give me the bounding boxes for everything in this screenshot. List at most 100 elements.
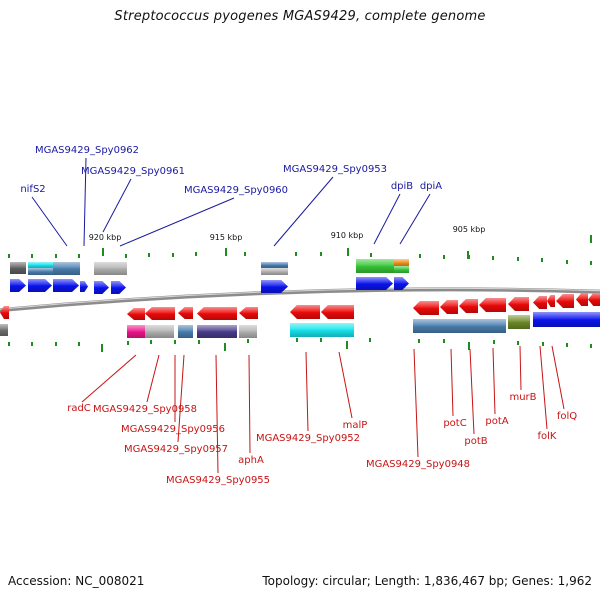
gene-label[interactable]: MGAS9429_Spy0958	[93, 404, 197, 415]
cog-category-track-bottom	[0, 312, 600, 338]
cog-block-shade	[290, 323, 320, 337]
top-label-leader-lines	[31, 157, 431, 247]
reverse-strand-genes	[0, 293, 600, 320]
reverse-gene-arrow-shade	[459, 299, 478, 313]
reverse-gene-arrow-shade	[479, 298, 506, 312]
forward-gene-arrow-shade	[10, 279, 26, 292]
gene-label[interactable]: MGAS9429_Spy0962	[35, 145, 139, 156]
label-leader-line	[83, 157, 87, 247]
reverse-gene-arrow-shade	[145, 307, 175, 320]
reverse-gene-arrow-shade	[197, 307, 237, 320]
gene-label[interactable]: aphA	[238, 455, 264, 466]
forward-gene-arrow-shade	[94, 281, 109, 294]
gene-label[interactable]: potB	[464, 436, 487, 447]
reverse-gene-arrow-shade	[178, 307, 193, 319]
gene-label[interactable]: folK	[538, 431, 557, 442]
cog-block-shade	[356, 259, 394, 273]
label-leader-line	[146, 354, 160, 403]
label-leader-line	[305, 351, 309, 432]
cog-block-shade	[394, 259, 409, 266]
gene-label[interactable]: MGAS9429_Spy0955	[166, 475, 270, 486]
reverse-gene-arrow-shade	[576, 293, 588, 306]
cog-block-shade	[533, 312, 600, 327]
reverse-gene-arrow-shade	[533, 296, 547, 309]
gene-label[interactable]: MGAS9429_Spy0961	[81, 166, 185, 177]
label-leader-line	[551, 345, 565, 410]
label-leader-line	[492, 347, 496, 415]
gene-label[interactable]: nifS2	[20, 184, 45, 195]
cog-block-shade	[94, 262, 110, 275]
forward-gene-arrow-shade	[111, 281, 126, 294]
label-leader-line	[413, 348, 419, 458]
cog-category-track-top	[10, 259, 409, 275]
gene-label[interactable]: malP	[343, 420, 368, 431]
label-leader-line	[215, 354, 219, 474]
label-leader-line	[31, 196, 68, 247]
gene-label[interactable]: MGAS9429_Spy0957	[124, 444, 228, 455]
gene-label[interactable]: radC	[67, 403, 91, 414]
cog-block-shade	[413, 319, 506, 333]
forward-gene-arrow-shade	[261, 280, 288, 293]
scale-label: 920 kbp	[89, 233, 122, 242]
reverse-gene-arrow-shade	[413, 301, 439, 315]
cog-block-shade	[320, 323, 354, 337]
label-leader-line	[248, 354, 251, 454]
reverse-gene-arrow-shade	[290, 305, 320, 319]
cog-block-shade	[197, 325, 237, 338]
reverse-gene-arrow-shade	[0, 306, 9, 319]
cog-block-shade	[145, 325, 174, 338]
cog-block-shade	[261, 268, 288, 275]
forward-strand-genes	[10, 277, 409, 294]
cog-block-shade	[53, 262, 80, 275]
top-gene-labels: nifS2MGAS9429_Spy0962MGAS9429_Spy0961MGA…	[20, 145, 442, 196]
gene-label[interactable]: MGAS9429_Spy0948	[366, 459, 470, 470]
cog-block-shade	[127, 325, 145, 338]
cog-block-shade	[28, 268, 53, 275]
cog-block-shade	[508, 315, 530, 329]
gene-label[interactable]: MGAS9429_Spy0956	[121, 424, 225, 435]
cog-block-shade	[0, 324, 8, 336]
cog-block-shade	[394, 266, 409, 273]
bottom-label-leader-lines	[81, 345, 565, 474]
scale-label: 915 kbp	[210, 233, 243, 242]
cog-block-shade	[28, 262, 53, 268]
reverse-gene-arrow-shade	[556, 294, 574, 308]
gene-label[interactable]: MGAS9429_Spy0952	[256, 433, 360, 444]
gene-label[interactable]: MGAS9429_Spy0960	[184, 185, 288, 196]
gene-label[interactable]: folQ	[557, 411, 577, 422]
label-leader-line	[373, 193, 401, 245]
gene-label[interactable]: dpiA	[420, 181, 442, 192]
forward-gene-arrow-shade	[394, 277, 409, 290]
reverse-gene-arrow-shade	[588, 293, 600, 306]
reverse-gene-arrow-shade	[440, 300, 458, 314]
cog-block-shade	[239, 325, 257, 338]
reverse-gene-arrow-shade	[127, 308, 145, 320]
forward-gene-arrow-shade	[80, 281, 88, 292]
reverse-gene-arrow-shade	[508, 297, 529, 311]
gene-label[interactable]: dpiB	[391, 181, 413, 192]
cog-block-shade	[10, 262, 26, 274]
gene-label[interactable]: potC	[443, 418, 466, 429]
forward-gene-arrow-shade	[28, 279, 52, 292]
gene-label[interactable]: potA	[485, 416, 508, 427]
forward-gene-arrow-shade	[356, 277, 393, 290]
gene-label[interactable]: murB	[509, 392, 536, 403]
label-leader-line	[450, 348, 454, 417]
label-leader-line	[119, 197, 235, 247]
cog-block-shade	[178, 325, 193, 338]
genome-backbone	[0, 287, 600, 313]
label-leader-line	[519, 345, 522, 391]
scale-ticks	[8, 235, 592, 352]
reverse-gene-arrow-shade	[239, 307, 258, 319]
label-leader-line	[399, 193, 431, 245]
genome-summary-text: Topology: circular; Length: 1,836,467 bp…	[262, 574, 592, 588]
label-leader-line	[273, 176, 334, 247]
label-leader-line	[469, 348, 475, 435]
label-leader-line	[338, 351, 353, 419]
reverse-gene-arrow-shade	[547, 295, 555, 307]
gene-label[interactable]: MGAS9429_Spy0953	[283, 164, 387, 175]
reverse-gene-arrow-shade	[321, 305, 354, 319]
cog-block-shade	[110, 262, 127, 275]
